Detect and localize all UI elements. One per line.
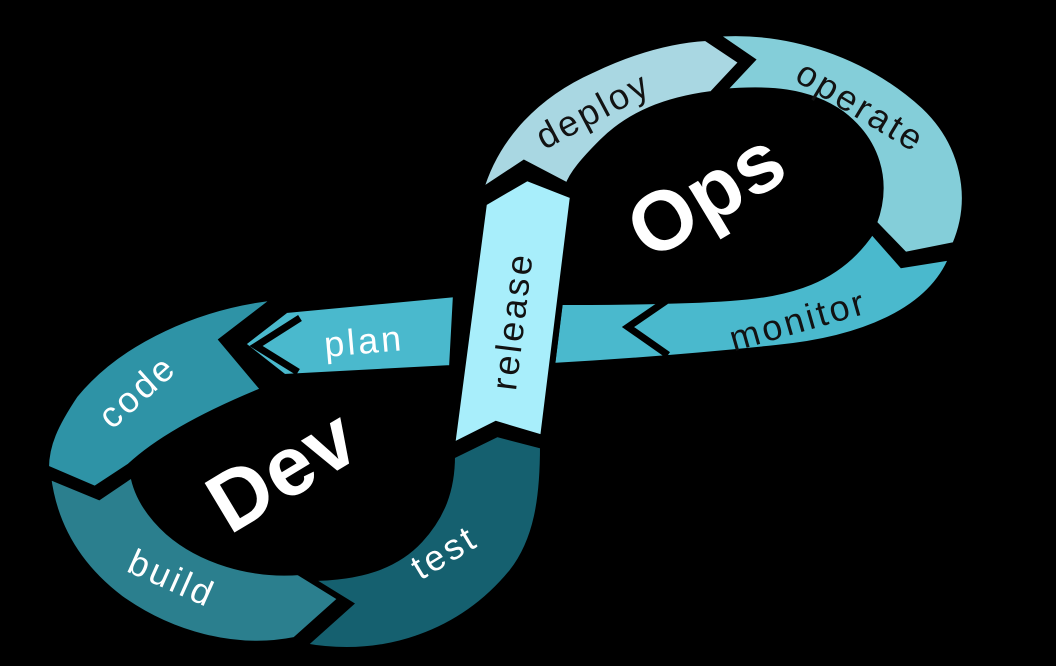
plan-arrowhead-icon — [249, 315, 302, 375]
segment-operate — [705, 30, 968, 259]
segment-build — [44, 468, 347, 647]
segment-monitor — [548, 226, 957, 370]
plan-label: plan — [322, 317, 405, 365]
segment-code — [42, 292, 289, 493]
segment-test — [296, 430, 547, 653]
segment-plan — [237, 290, 460, 381]
monitor-arrowhead-icon — [621, 298, 671, 358]
segment-release — [448, 174, 577, 452]
segment-deploy — [474, 34, 747, 199]
